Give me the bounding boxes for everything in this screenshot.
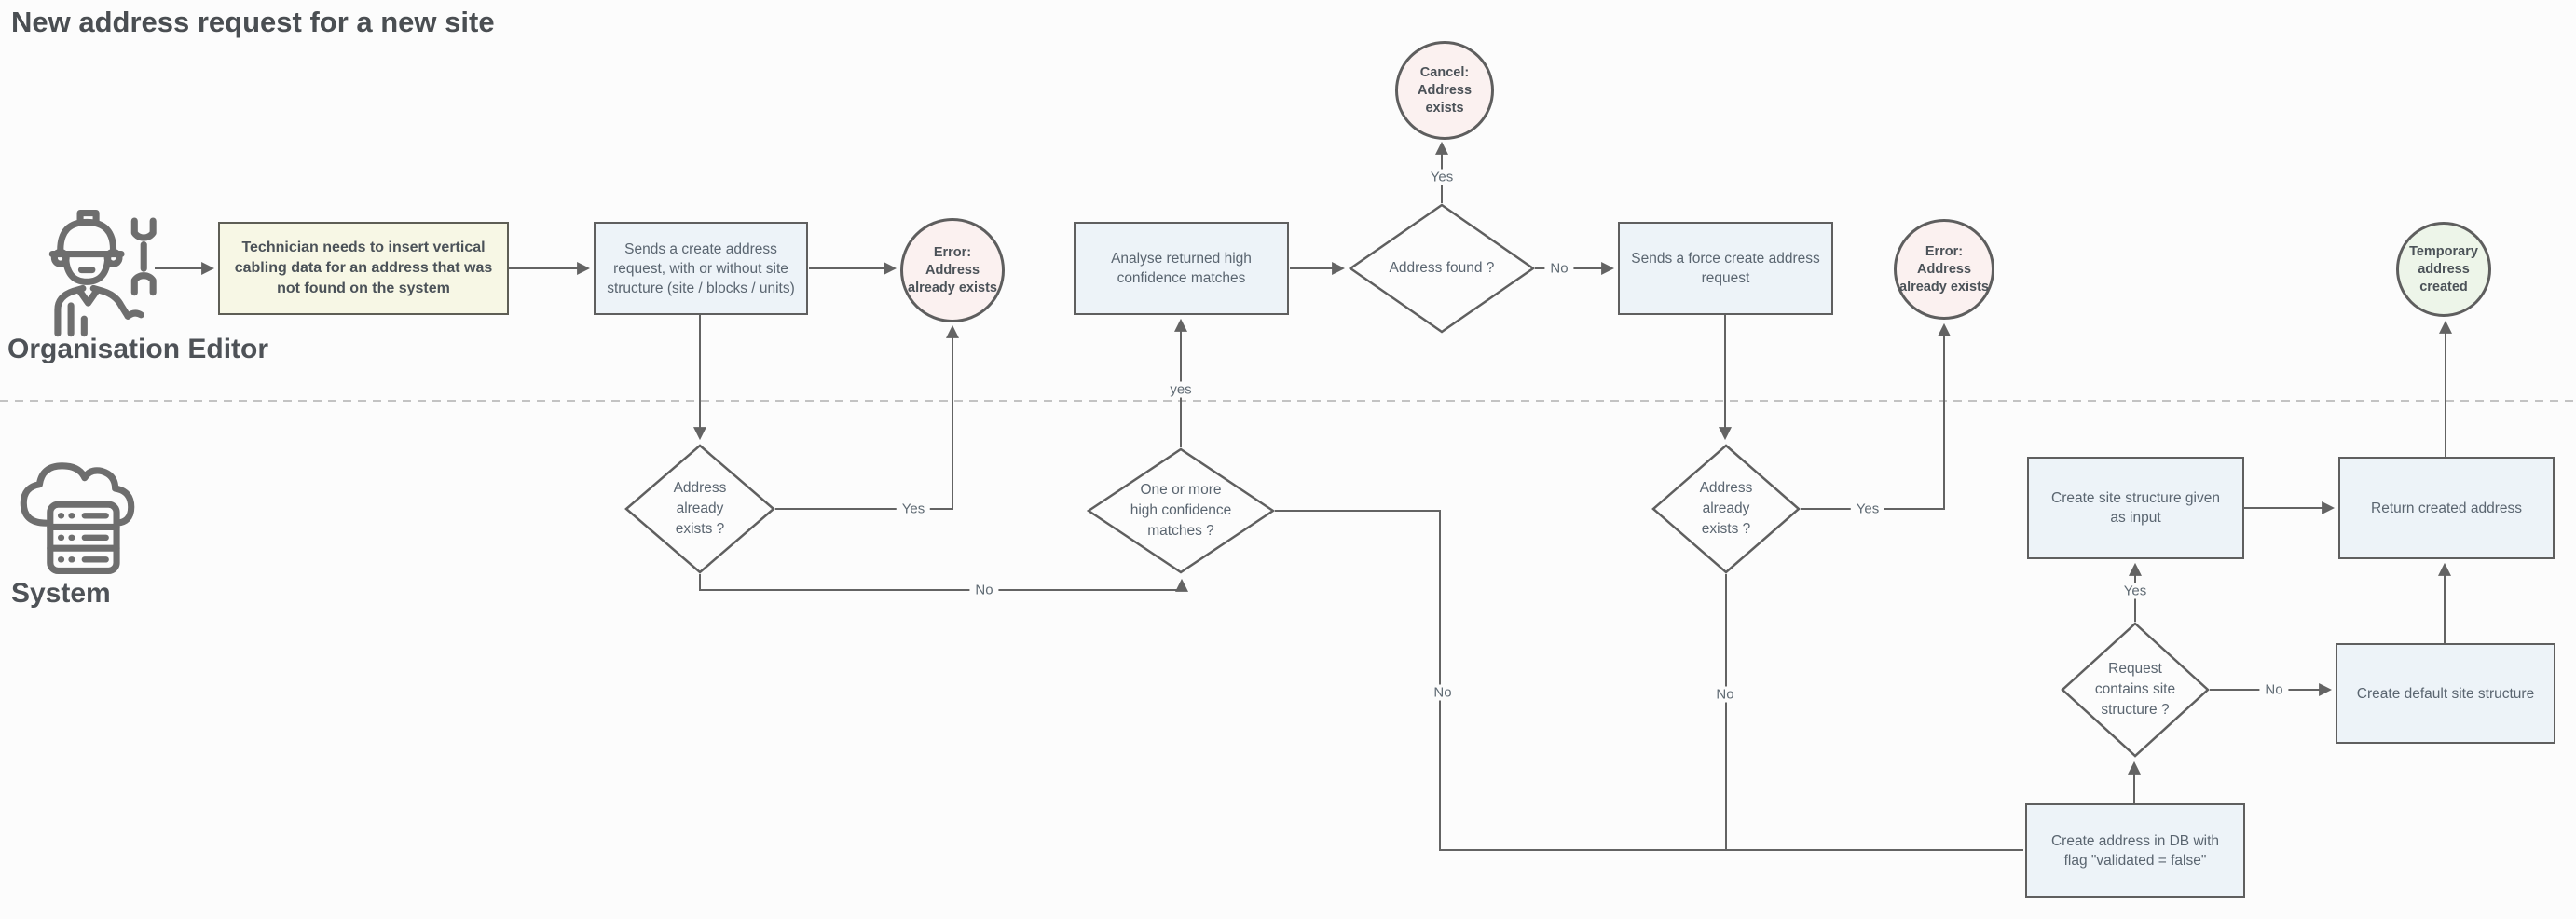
node-decision-address-found[interactable]: Address found ? — [1349, 203, 1535, 334]
node-send-create-address-request[interactable]: Sends a create address request, with or … — [594, 222, 808, 315]
node-create-address-in-db[interactable]: Create address in DB with flag "validate… — [2025, 803, 2245, 898]
system-icon — [20, 462, 135, 575]
edge-label-matches-yes: yes — [1164, 381, 1198, 398]
node-decision-one-or-more-matches[interactable]: One or more high confidence matches ? — [1087, 447, 1275, 574]
edge-label-exists2-yes: Yes — [1850, 501, 1885, 517]
decision-label: Address already exists ? — [1699, 480, 1753, 537]
decision-label: Address found ? — [1389, 260, 1495, 276]
node-create-site-structure-given[interactable]: Create site structure given as input — [2027, 457, 2244, 559]
edge-label-exists1-yes: Yes — [896, 501, 931, 517]
decision-label: Request contains site structure ? — [2094, 661, 2176, 718]
lane-label-system: System — [11, 578, 111, 609]
node-decision-request-contains-site-structure[interactable]: Request contains site structure ? — [2061, 622, 2210, 758]
node-cancel-address-exists[interactable]: Cancel: Address exists — [1395, 41, 1494, 140]
edge-label-found-no: No — [1544, 260, 1574, 277]
edge-label-found-yes: Yes — [1424, 169, 1459, 185]
decision-label: One or more high confidence matches ? — [1130, 482, 1232, 539]
node-force-create-address-request[interactable]: Sends a force create address request — [1618, 222, 1833, 315]
edge-label-request-yes: Yes — [2117, 583, 2153, 599]
node-start-technician-need[interactable]: Technician needs to insert vertical cabl… — [218, 222, 509, 315]
technician-icon — [48, 209, 157, 337]
node-error-address-already-exists-1[interactable]: Error: Address already exists — [900, 218, 1005, 322]
lane-label-organisation-editor: Organisation Editor — [7, 334, 269, 364]
node-return-created-address[interactable]: Return created address — [2338, 457, 2555, 559]
decision-label: Address already exists ? — [673, 480, 727, 537]
edge-label-exists2-no: No — [1710, 686, 1740, 703]
page-title: New address request for a new site — [11, 6, 495, 38]
edge-label-request-no: No — [2259, 681, 2289, 698]
node-decision-address-already-exists-2[interactable]: Address already exists ? — [1651, 444, 1801, 574]
node-temporary-address-created[interactable]: Temporary address created — [2396, 222, 2491, 317]
node-error-address-already-exists-2[interactable]: Error: Address already exists — [1894, 219, 1994, 320]
node-decision-address-already-exists-1[interactable]: Address already exists ? — [624, 444, 775, 574]
edge-label-matches-no: No — [1428, 684, 1458, 701]
edge-label-exists1-no: No — [969, 582, 999, 598]
node-create-default-site-structure[interactable]: Create default site structure — [2336, 643, 2555, 744]
node-analyse-high-confidence-matches[interactable]: Analyse returned high confidence matches — [1074, 222, 1289, 315]
